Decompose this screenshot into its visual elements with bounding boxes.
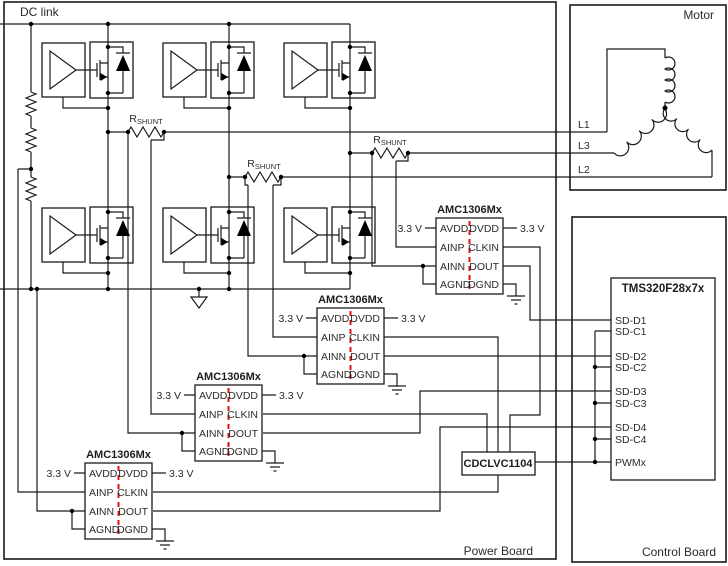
shunt-resistors xyxy=(108,125,712,184)
rshunt-label-2: RSHUNT xyxy=(247,158,281,171)
dc-link-divider-resistors xyxy=(24,91,38,202)
fet-cell-top-1 xyxy=(41,41,134,111)
amc-block-phase1 xyxy=(155,370,305,472)
fet-cell-top-2 xyxy=(162,41,255,111)
power-board-label: Power Board xyxy=(464,544,533,558)
mcu-block: TMS320F28x7x SD-D1 SD-C1 SD-D2 SD-C2 SD-… xyxy=(610,277,716,481)
fet-cell-bottom-3 xyxy=(283,206,376,276)
mcu-pin-sdc4: SD-C4 xyxy=(615,434,647,446)
mcu-title: TMS320F28x7x xyxy=(622,283,705,295)
dc-link-label: DC link xyxy=(20,5,60,19)
mcu-pin-sdd3: SD-D3 xyxy=(615,386,647,398)
motor-winding-coils xyxy=(606,48,713,177)
phase-label-l2: L2 xyxy=(578,164,590,176)
amc-block-phase3 xyxy=(396,203,546,305)
wires xyxy=(0,23,713,512)
mcu-pin-sdd4: SD-D4 xyxy=(615,422,647,434)
amc-block-phase2 xyxy=(277,293,427,395)
power-ground-icon xyxy=(189,296,209,310)
fet-cell-bottom-1 xyxy=(41,206,134,276)
rshunt-label-1: RSHUNT xyxy=(129,113,163,126)
clock-buffer-title: CDCLVC1104 xyxy=(464,458,534,470)
fet-cell-top-3 xyxy=(283,41,376,111)
clock-lines xyxy=(153,246,611,493)
phase-label-l1: L1 xyxy=(578,119,590,131)
rshunt-label-3: RSHUNT xyxy=(373,134,407,147)
mcu-pin-sdc3: SD-C3 xyxy=(615,398,647,410)
sense-lines xyxy=(17,132,436,512)
motor-label: Motor xyxy=(683,8,714,22)
control-board-outline xyxy=(571,216,727,563)
power-board-outline xyxy=(3,1,557,560)
clock-buffer-box xyxy=(461,451,536,476)
mcu-pin-sdd2: SD-D2 xyxy=(615,351,647,363)
motor-box-outline xyxy=(569,4,727,191)
amc-block-dclink xyxy=(45,448,195,550)
mcu-pin-sdc1: SD-C1 xyxy=(615,326,647,338)
mcu-box xyxy=(610,277,716,481)
control-board-label: Control Board xyxy=(642,545,716,559)
mcu-pin-sdd1: SD-D1 xyxy=(615,315,647,327)
mcu-pin-sdc2: SD-C2 xyxy=(615,362,647,374)
clock-buffer-block: CDCLVC1104 xyxy=(461,451,536,476)
mcu-pin-pwmx: PWMx xyxy=(615,457,647,469)
phase-label-l3: L3 xyxy=(578,140,590,152)
junction-dots xyxy=(28,21,668,465)
fet-cell-bottom-2 xyxy=(162,206,255,276)
